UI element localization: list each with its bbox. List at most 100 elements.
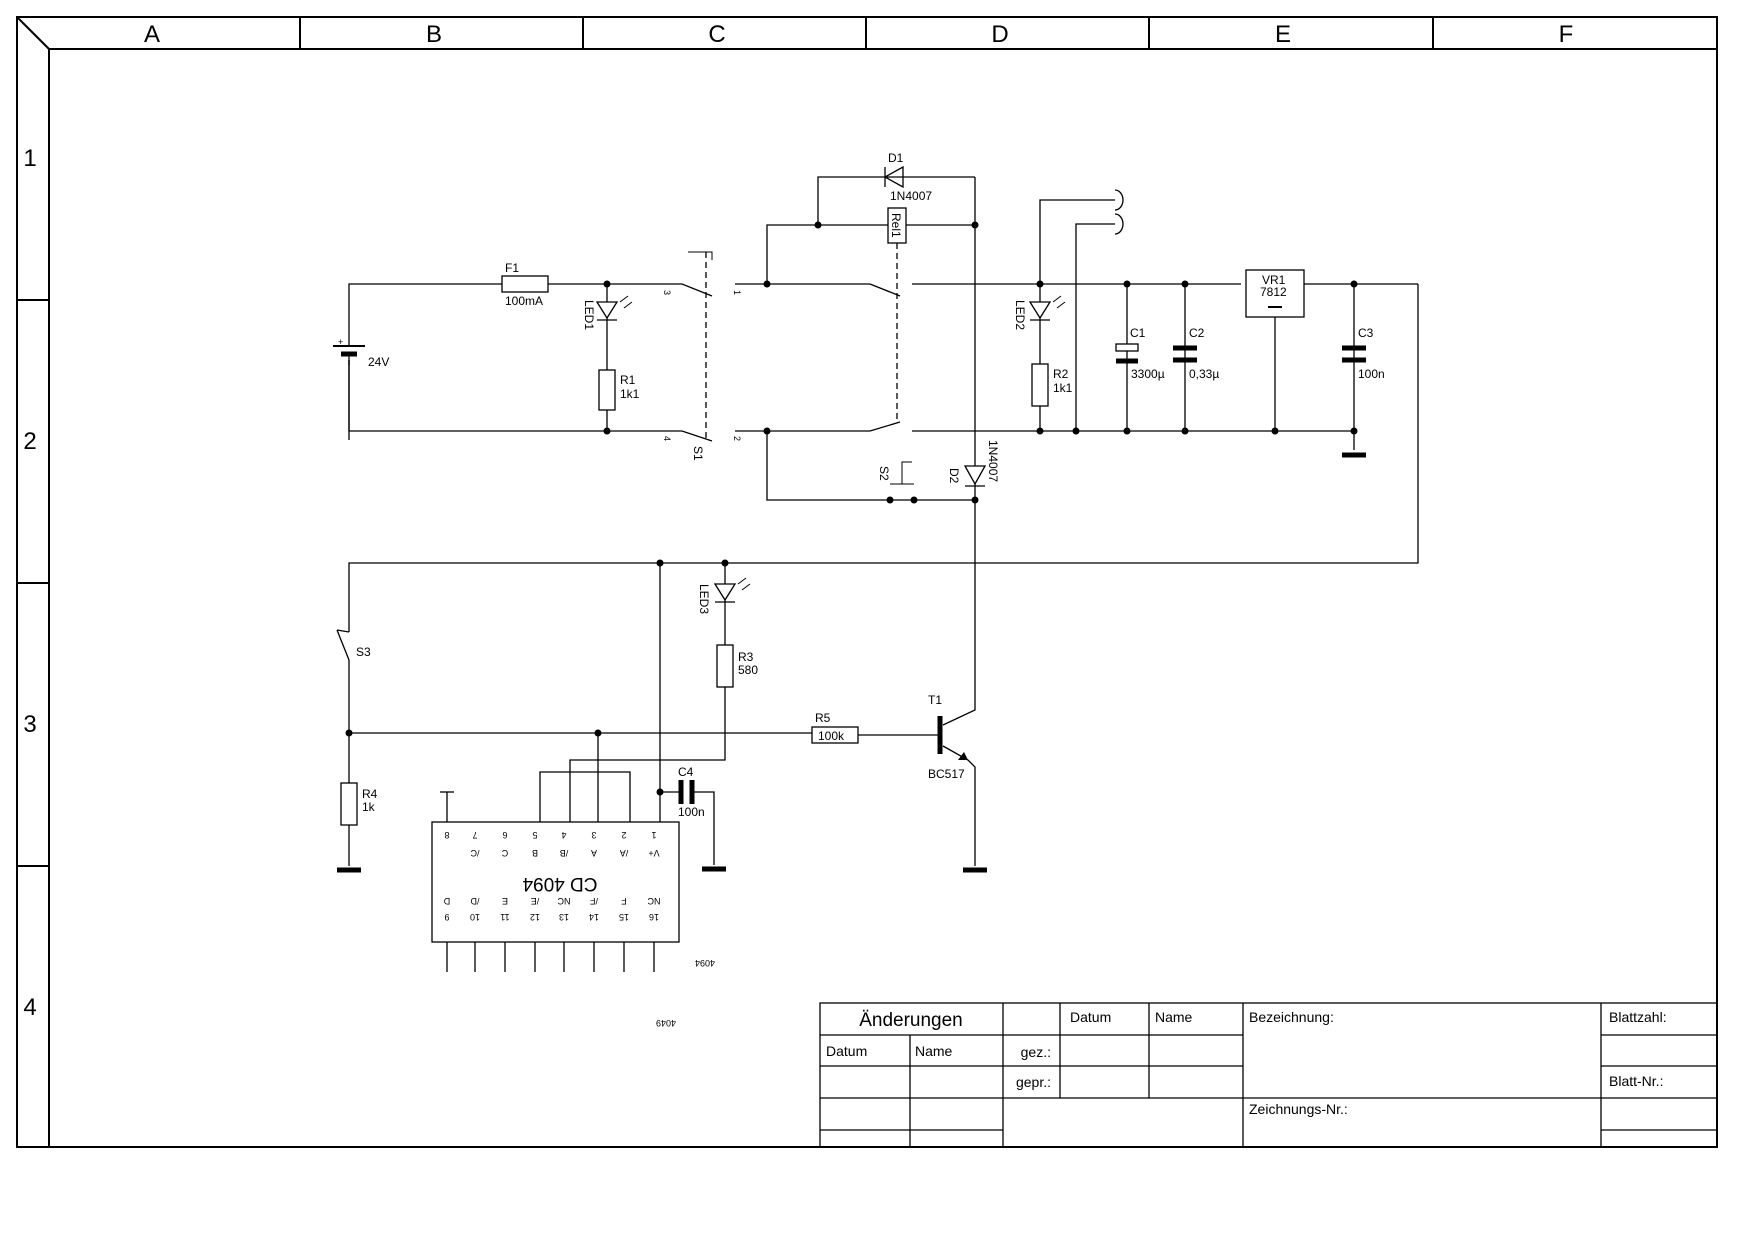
capacitor-c2: C2 0,33µ (1173, 280, 1219, 435)
f1-value: 100mA (505, 294, 543, 308)
ic-pin-number-bottom: 14 (589, 912, 599, 922)
ic-pin-number-top: 4 (561, 830, 566, 840)
switch-s2-diode-d2: S2 D2 1N4007 (766, 431, 1000, 504)
ic-pin-name-bottom: /F (589, 896, 598, 906)
ic-pin-name-bottom: NC (647, 896, 660, 906)
ic-pin-number-bottom: 13 (559, 912, 569, 922)
resistor-r4: R4 1k (337, 782, 378, 873)
s1-ref: S1 (691, 446, 705, 461)
ic-title: CD 4094 (522, 873, 597, 894)
capacitor-c3: C3 100n (1342, 280, 1385, 435)
ic-pin-number-bottom: 9 (444, 912, 449, 922)
d1-ref: D1 (888, 151, 904, 165)
tb-datum: Datum (826, 1043, 867, 1059)
transistor-t1: T1 BC517 (928, 590, 987, 873)
rel1-ref: Rel1 (889, 213, 903, 238)
tb-bezeichnung: Bezeichnung: (1249, 1009, 1334, 1025)
battery-plus: + (338, 337, 343, 347)
r5-value: 100k (818, 729, 845, 743)
ic-pin-number-top: 2 (621, 830, 626, 840)
ic-pin-number-top: 1 (651, 830, 656, 840)
f1-ref: F1 (505, 261, 519, 275)
tb-blattzahl: Blattzahl: (1609, 1009, 1667, 1025)
c4-value: 100n (678, 805, 705, 819)
s1-pin-3: 3 (662, 290, 672, 295)
tb-name-2: Name (1155, 1009, 1193, 1025)
ic-pin-number-top: 3 (591, 830, 596, 840)
switch-s1[interactable]: 3 1 4 2 S1 (662, 251, 742, 461)
title-block: Änderungen Datum Name Datum Name gez.: g… (819, 1002, 1718, 1148)
ic-pin-number-top: 8 (444, 830, 449, 840)
s1-pin-1: 1 (732, 290, 742, 295)
control-section: S3 R4 1k LED3 R3 580 (336, 559, 987, 1028)
c3-ref: C3 (1358, 326, 1374, 340)
tb-datum-2: Datum (1070, 1009, 1111, 1025)
row-label-4: 4 (23, 994, 36, 1021)
ic-pin-name-top: /A (620, 848, 629, 858)
tb-gepr: gepr.: (1016, 1074, 1051, 1090)
switch-s3[interactable]: S3 (336, 629, 371, 783)
s1-pin-4: 4 (662, 436, 672, 441)
r2-value: 1k1 (1053, 381, 1073, 395)
d2-value: 1N4007 (986, 440, 1000, 482)
ic-pin-name-bottom: F (621, 896, 627, 906)
ic-pin-number-top: 7 (472, 830, 477, 840)
tb-blatt-nr: Blatt-Nr.: (1609, 1073, 1663, 1089)
ic-pin-number-bottom: 16 (649, 912, 659, 922)
battery-24v: + 24V (330, 330, 389, 369)
ic-pin-number-top: 6 (502, 830, 507, 840)
t1-value: BC517 (928, 767, 965, 781)
ic-pin-number-bottom: 15 (619, 912, 629, 922)
led1-r1-branch: LED1 R1 1k1 (582, 280, 640, 435)
ic-pin-name-top: C (501, 848, 508, 858)
s1-pin-2: 2 (732, 436, 742, 441)
s2-ref[interactable]: S2 (877, 466, 891, 481)
r1-value: 1k1 (620, 387, 640, 401)
ic-pin-name-bottom: /D (470, 896, 480, 906)
column-label-d: D (991, 21, 1008, 48)
vr1-ref: VR1 (1262, 273, 1286, 287)
column-label-b: B (426, 21, 442, 48)
c4-ref: C4 (678, 765, 694, 779)
ic-pin-name-bottom: E (502, 896, 508, 906)
ic-pin-name-bottom: NC (557, 896, 570, 906)
ic-pin-number-bottom: 12 (530, 912, 540, 922)
ic-pin-name-top: V+ (648, 848, 659, 858)
ic-pin-name-top: A (591, 848, 597, 858)
ic-pin-number-top: 5 (532, 830, 537, 840)
capacitor-c4: C4 100n (660, 765, 726, 872)
resistor-r5: R5 100k (811, 711, 938, 744)
c2-value: 0,33µ (1189, 367, 1219, 381)
ic-footprint: 4094 (695, 958, 715, 968)
led2-r2-branch: LED2 R2 1k1 (1013, 280, 1073, 435)
ic-pin-number-bottom: 11 (500, 912, 509, 922)
r5-ref: R5 (815, 711, 831, 725)
fuse-f1: F1 100mA (501, 261, 549, 308)
c1-ref: C1 (1130, 326, 1146, 340)
r4-ref: R4 (362, 787, 378, 801)
led1-ref: LED1 (582, 300, 596, 330)
tb-name: Name (915, 1043, 953, 1059)
c1-value: 3300µ (1131, 367, 1165, 381)
r4-value: 1k (362, 800, 376, 814)
ic-pin-name-top: B (532, 848, 538, 858)
battery-voltage: 24V (368, 355, 389, 369)
row-label-3: 3 (23, 711, 36, 738)
tb-gez: gez.: (1021, 1044, 1051, 1060)
capacitor-c1: C1 3300µ (1115, 280, 1165, 435)
r2-ref: R2 (1053, 367, 1069, 381)
ic-pin-name-bottom: D (443, 896, 450, 906)
r3-ref: R3 (738, 650, 754, 664)
column-label-c: C (708, 21, 725, 48)
led3-r3-branch: LED3 R3 580 (569, 559, 758, 822)
r1-ref: R1 (620, 373, 636, 387)
d2-ref: D2 (947, 468, 961, 484)
led2-ref: LED2 (1013, 300, 1027, 330)
relay-rel1-d1: D1 1N4007 Rel1 (763, 151, 979, 590)
tb-aenderungen: Änderungen (859, 1010, 963, 1031)
s3-ref: S3 (356, 645, 371, 659)
r3-value: 580 (738, 663, 758, 677)
ic-pin-name-bottom: /E (531, 896, 540, 906)
ic-pin-name-top: /B (560, 848, 569, 858)
